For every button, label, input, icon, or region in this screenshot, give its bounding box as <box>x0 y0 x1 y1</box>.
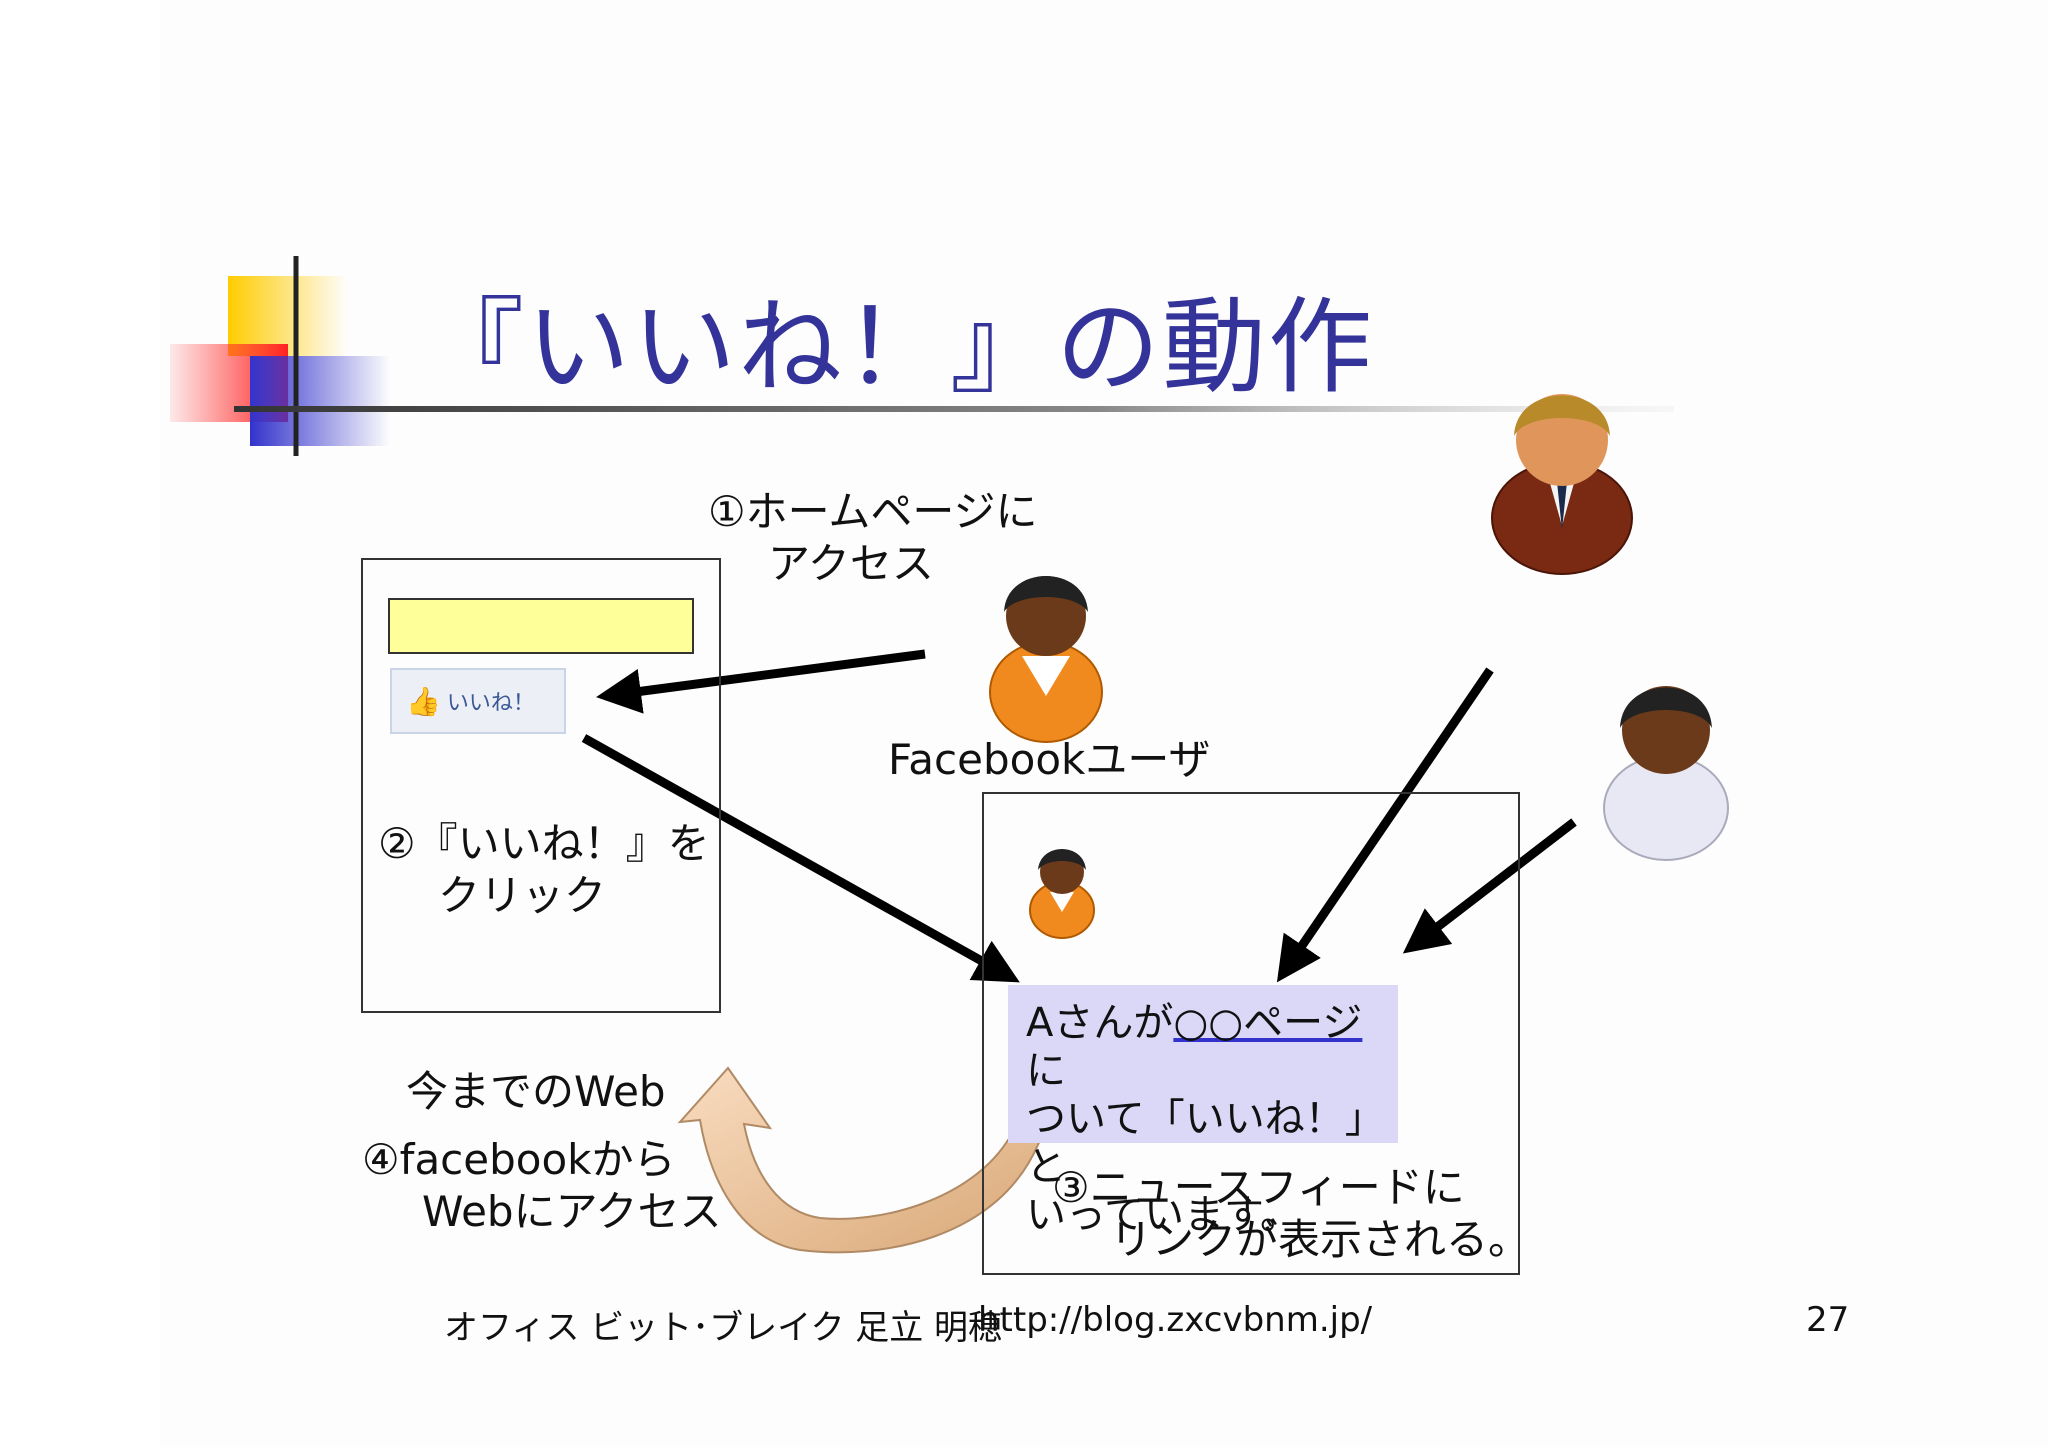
web-label: 今までのWeb <box>406 1067 666 1116</box>
webpage-header-bar <box>388 598 694 654</box>
user-icon-small <box>1029 849 1095 939</box>
feed-line3: いっています。 <box>1026 1192 1300 1238</box>
user-icon-white-shirt <box>1603 686 1729 861</box>
arrow-friend1-to-feed <box>1276 667 1494 983</box>
arrow-access <box>596 649 926 714</box>
step1-line1: ①ホームページに <box>708 487 1038 536</box>
arrow-friend2-to-feed <box>1402 818 1577 954</box>
step2-line2: クリック <box>438 871 607 920</box>
arrow-like-to-feed <box>581 734 1020 983</box>
feed-prefix: Aさんが <box>1026 1000 1174 1046</box>
step3-line2: リンクが表示される。 <box>1110 1215 1531 1264</box>
step1-label: ①ホームページに アクセス <box>708 486 1038 590</box>
step1-line2: アクセス <box>768 539 934 588</box>
page-number: 27 <box>1806 1300 1850 1340</box>
user-icon-brown-suit <box>1491 394 1633 575</box>
footer-url[interactable]: http://blog.zxcvbnm.jp/ <box>978 1300 1373 1340</box>
thumbs-up-icon: 👍 <box>406 684 441 718</box>
webpage-box <box>361 558 721 1013</box>
step2-label: ②『いいね！』を クリック <box>378 818 710 922</box>
newsfeed-box <box>982 792 1520 1275</box>
step2-line1: ②『いいね！』を <box>378 819 710 868</box>
title-underline <box>234 406 1674 412</box>
footer-author: オフィス ビット･ブレイク 足立 明穂 <box>444 1308 1003 1348</box>
step4-line1: ④facebookから <box>362 1135 676 1184</box>
newsfeed-item[interactable]: Aさんが○○ページに ついて「いいね！」と いっています。 <box>1008 985 1398 1238</box>
slide-title: 『いいね！』の動作 <box>420 286 1375 408</box>
arrow-back-to-web <box>677 1066 1042 1254</box>
step3-label: ③ニュースフィードに リンクが表示される。 <box>1052 1162 1530 1266</box>
blue-block <box>250 356 390 446</box>
step4-line2: Webにアクセス <box>422 1187 722 1236</box>
step3-line1: ③ニュースフィードに <box>1052 1163 1465 1212</box>
like-button[interactable]: 👍 いいね！ <box>390 668 566 734</box>
step4-label: ④facebookから Webにアクセス <box>362 1134 721 1238</box>
user-icon-orange <box>989 576 1103 743</box>
feed-suffix: に <box>1026 1048 1066 1094</box>
feed-page-link[interactable]: ○○ページ <box>1173 1000 1363 1046</box>
like-button-label: いいね！ <box>446 691 535 716</box>
yellow-block <box>228 276 348 356</box>
user-label: Facebookユーザ <box>888 735 1211 784</box>
feed-line2: ついて「いいね！」と <box>1026 1096 1365 1190</box>
feed-line1: Aさんが○○ページに <box>1026 999 1380 1095</box>
